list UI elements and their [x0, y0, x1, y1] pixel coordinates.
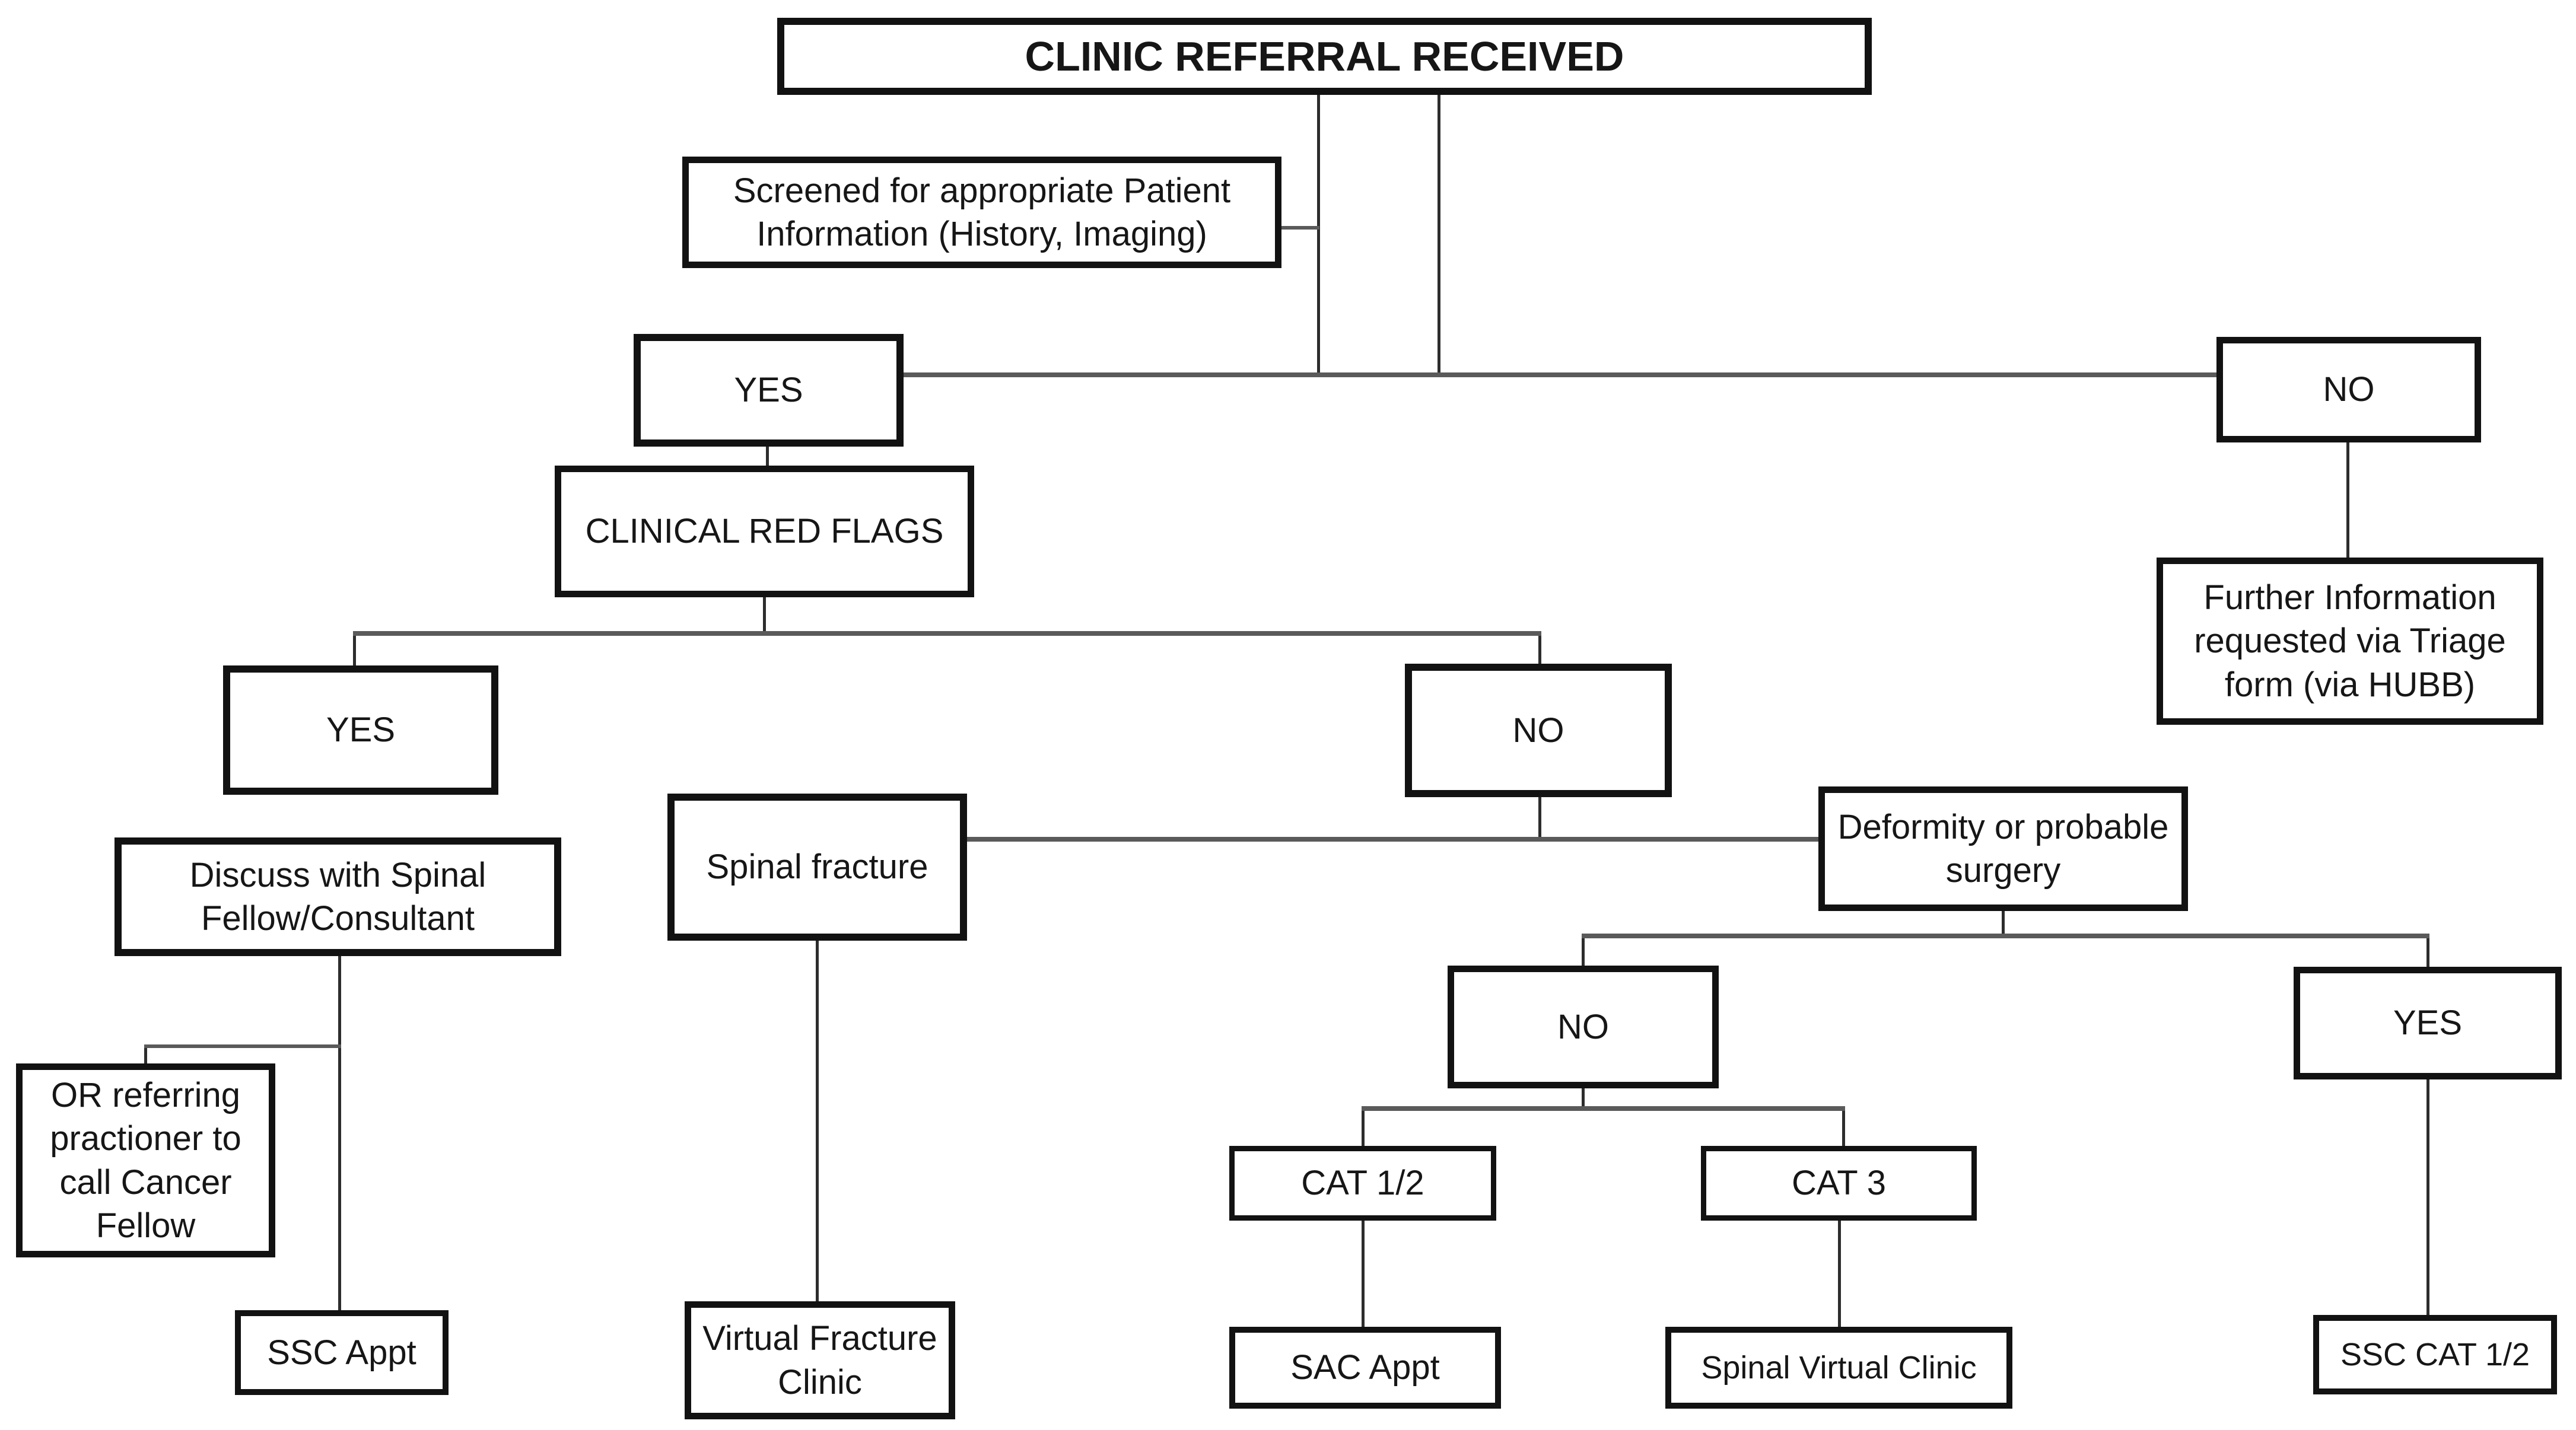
connector-no-screen-to-further-info	[2346, 442, 2349, 558]
node-virtual-fracture-clinic-label: Virtual Fracture Clinic	[702, 1319, 937, 1402]
node-clinical-red-flags-label: CLINICAL RED FLAGS	[585, 512, 944, 551]
connector-yes1-no1-branch	[904, 372, 2216, 377]
node-clinic-referral-received-label: CLINIC REFERRAL RECEIVED	[1025, 33, 1624, 79]
node-ssc-appt: SSC Appt	[235, 1310, 449, 1395]
connector-discuss-to-ssc-appt	[338, 954, 341, 1310]
connector-deformity-down	[2002, 909, 2005, 938]
connector-branch1-to-yes2	[353, 631, 356, 668]
node-discuss-spinal-fellow-label: Discuss with Spinal Fellow/Consultant	[189, 855, 486, 938]
connector-branch3-to-cat12	[1362, 1106, 1365, 1148]
connector-fracture-deformity-branch	[966, 837, 1818, 842]
connector-branch1-to-no2	[1538, 631, 1541, 667]
node-further-information-label: Further Information requested via Triage…	[2194, 578, 2506, 704]
connector-clinic-down-left	[1317, 94, 1320, 375]
connector-or-referring-branch	[144, 1044, 341, 1048]
node-yes-deformity-label: YES	[2393, 1004, 2463, 1043]
node-cat-1-2: CAT 1/2	[1229, 1146, 1496, 1221]
connector-no2-down	[1538, 795, 1541, 842]
node-ssc-cat-1-2: SSC CAT 1/2	[2313, 1315, 2557, 1394]
connector-branch2-to-no3	[1582, 934, 1585, 968]
node-yes-red-flags: YES	[223, 665, 498, 795]
node-cat-1-2-label: CAT 1/2	[1301, 1164, 1424, 1203]
connector-cat3-to-svc	[1838, 1218, 1841, 1327]
node-no-screened-label: NO	[2323, 370, 2375, 409]
node-further-information: Further Information requested via Triage…	[2157, 558, 2543, 725]
connector-cat12-to-sac	[1362, 1218, 1365, 1327]
connector-red-flags-down	[763, 595, 766, 636]
node-deformity-probable-surgery-label: Deformity or probable surgery	[1837, 807, 2169, 890]
node-yes-deformity: YES	[2294, 967, 2562, 1079]
node-no-red-flags: NO	[1405, 664, 1672, 797]
connector-spinal-fracture-to-vfc	[816, 938, 819, 1304]
node-yes-screened-label: YES	[734, 371, 803, 410]
node-clinical-red-flags: CLINICAL RED FLAGS	[555, 466, 974, 597]
connector-clinic-down-right	[1438, 94, 1440, 375]
connector-branch-to-or-referring	[144, 1044, 147, 1063]
connector-no3-branch	[1362, 1106, 1845, 1111]
connector-no3-down	[1582, 1086, 1585, 1111]
node-cat-3: CAT 3	[1701, 1146, 1977, 1221]
node-spinal-fracture: Spinal fracture	[667, 794, 967, 941]
connector-branch3-to-cat3	[1842, 1106, 1845, 1148]
node-no-deformity-label: NO	[1557, 1007, 1609, 1046]
node-screened-patient-information-label: Screened for appropriate Patient Informa…	[733, 171, 1231, 253]
connector-yes-screen-to-red-flags	[766, 445, 769, 467]
node-yes-screened: YES	[634, 334, 904, 447]
node-no-red-flags-label: NO	[1512, 711, 1564, 750]
node-ssc-cat-1-2-label: SSC CAT 1/2	[2340, 1336, 2530, 1372]
connector-deformity-branch	[1582, 934, 2429, 938]
node-or-referring-practioner: OR referring practioner to call Cancer F…	[16, 1063, 275, 1257]
node-virtual-fracture-clinic: Virtual Fracture Clinic	[685, 1301, 955, 1419]
connector-screened-stub	[1280, 226, 1319, 230]
connector-branch2-to-yes3	[2426, 934, 2429, 969]
connector-yes3-to-ssc-cat12	[2426, 1077, 2429, 1315]
node-no-deformity: NO	[1448, 966, 1719, 1088]
node-discuss-spinal-fellow: Discuss with Spinal Fellow/Consultant	[115, 837, 561, 956]
node-spinal-virtual-clinic: Spinal Virtual Clinic	[1665, 1327, 2012, 1409]
connector-redflags-branch	[353, 631, 1541, 636]
node-clinic-referral-received: CLINIC REFERRAL RECEIVED	[777, 18, 1872, 95]
node-sac-appt: SAC Appt	[1229, 1327, 1501, 1409]
node-or-referring-practioner-label: OR referring practioner to call Cancer F…	[50, 1076, 241, 1245]
node-ssc-appt-label: SSC Appt	[267, 1333, 416, 1372]
node-spinal-virtual-clinic-label: Spinal Virtual Clinic	[1701, 1349, 1977, 1386]
node-spinal-fracture-label: Spinal fracture	[706, 848, 928, 887]
node-screened-patient-information: Screened for appropriate Patient Informa…	[682, 157, 1281, 268]
node-no-screened: NO	[2216, 337, 2481, 442]
node-yes-red-flags-label: YES	[326, 711, 396, 750]
node-cat-3-label: CAT 3	[1791, 1164, 1887, 1203]
node-sac-appt-label: SAC Appt	[1290, 1348, 1440, 1387]
node-deformity-probable-surgery: Deformity or probable surgery	[1818, 786, 2188, 911]
